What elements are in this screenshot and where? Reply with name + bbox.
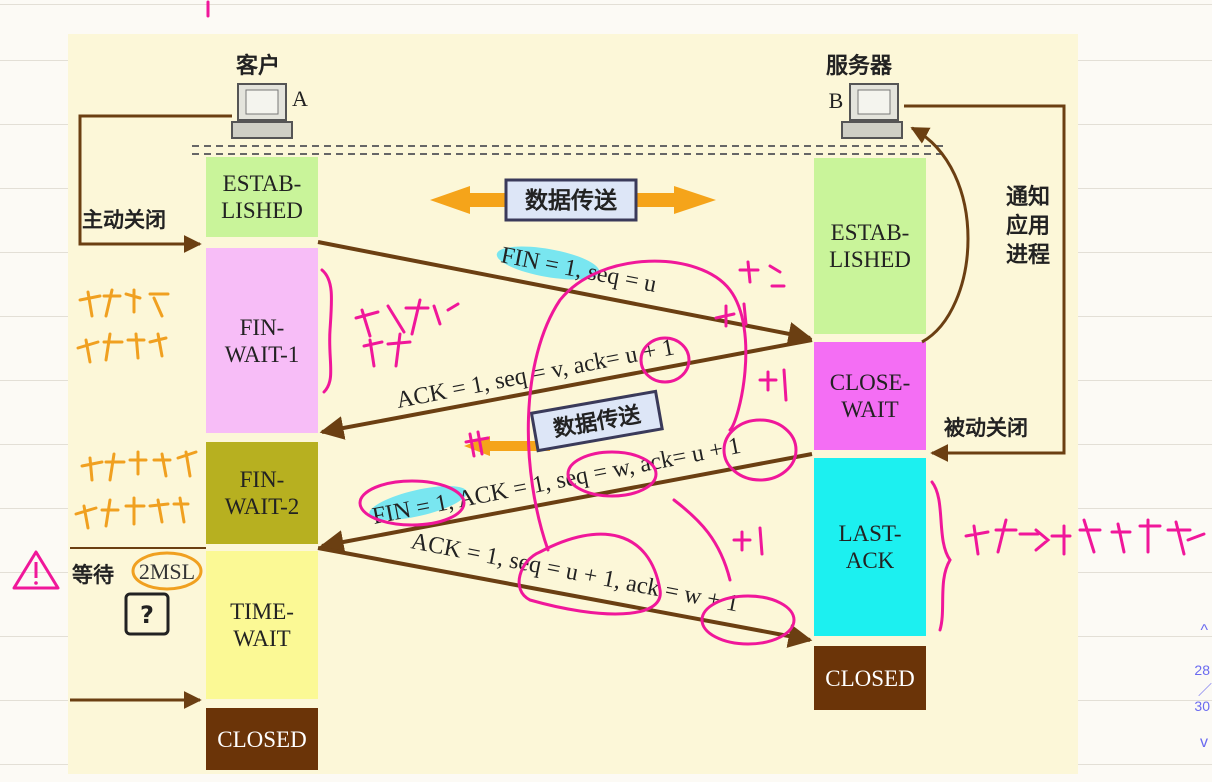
- passive-close-label: 被动关闭: [944, 416, 1028, 440]
- client-state-established: ESTAB- LISHED: [206, 157, 318, 237]
- client-letter: A: [292, 85, 308, 111]
- notebook-line: [0, 4, 1212, 5]
- server-state-close-wait: CLOSE- WAIT: [814, 342, 926, 450]
- message-arrow-ack1: [319, 338, 813, 440]
- passive-close-arrow: [904, 104, 1066, 462]
- wait-label: 等待: [72, 563, 114, 587]
- page-separator: ／: [1198, 682, 1212, 698]
- client-computer-icon: [231, 83, 293, 139]
- client-state-time-wait: TIME- WAIT: [206, 551, 318, 699]
- client-state-fin-wait-1: FIN- WAIT-1: [206, 248, 318, 433]
- handwritten-annotations: [206, 0, 1206, 646]
- message-arrow-ack2: [317, 546, 813, 648]
- page-down-button[interactable]: v: [1200, 734, 1208, 751]
- data-transfer-label: 数据传送: [525, 187, 617, 214]
- question-box: [124, 592, 170, 636]
- question-mark: ?: [140, 601, 154, 629]
- notify-app-label: 通知 应用 进程: [1006, 185, 1051, 268]
- fin-highlight: [496, 246, 600, 280]
- data-transfer-box-small: [529, 389, 664, 453]
- data-transfer-arrow-small-shaft: [490, 441, 550, 451]
- message-label-fin1: FIN = 1, seq = u: [499, 242, 659, 298]
- server-state-established: ESTAB- LISHED: [814, 158, 926, 334]
- message-arrow-fin2: [319, 452, 813, 554]
- current-page: 28: [1194, 662, 1210, 678]
- client-state-fin-wait-2: FIN- WAIT-2: [206, 442, 318, 544]
- server-computer-icon: [841, 83, 903, 139]
- notify-app-arrow: [910, 126, 970, 344]
- active-close-arrow: [78, 114, 232, 253]
- client-title: 客户: [236, 54, 281, 79]
- client-state-closed: CLOSED: [206, 708, 318, 770]
- message-arrow-fin1: [317, 240, 813, 346]
- server-state-last-ack: LAST- ACK: [814, 458, 926, 636]
- msl-label: 2MSL: [138, 558, 196, 584]
- server-letter: B: [828, 87, 844, 113]
- data-transfer-arrow-small: [464, 436, 490, 456]
- fin-highlight: [369, 486, 467, 520]
- active-close-label: 主动关闭: [82, 208, 166, 232]
- handwritten-notes: [74, 288, 203, 591]
- data-transfer-box: [504, 178, 638, 222]
- warning-icon: [12, 550, 60, 590]
- server-title: 服务器: [826, 54, 893, 79]
- total-pages: 30: [1194, 698, 1210, 714]
- page-up-button[interactable]: ^: [1200, 622, 1208, 639]
- server-state-closed: CLOSED: [814, 646, 926, 710]
